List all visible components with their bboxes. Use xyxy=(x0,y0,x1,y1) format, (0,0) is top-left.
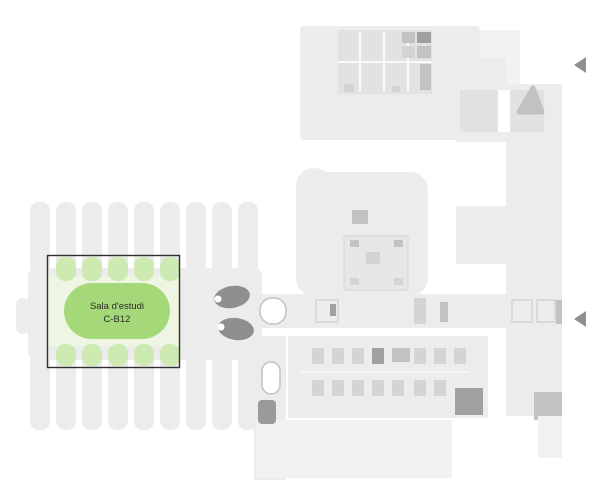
dark-service-box xyxy=(258,400,276,424)
reading-room-block xyxy=(254,336,488,480)
selection-box xyxy=(46,254,181,369)
room-label-name: Sala d'estudi xyxy=(90,301,144,312)
stairwell-shape xyxy=(516,85,545,115)
elevator-capsule xyxy=(261,361,281,395)
desk-rows xyxy=(300,348,470,396)
entrance-arrow-middle-icon xyxy=(574,311,586,327)
study-room-highlight[interactable]: Sala d'estudi C-B12 xyxy=(48,257,180,366)
room-label-code: C-B12 xyxy=(104,314,131,325)
central-block xyxy=(296,168,428,296)
stair-blobs xyxy=(214,285,287,341)
service-block xyxy=(455,388,483,415)
stack-fingers-bottom xyxy=(30,352,258,430)
entrance-arrow-top-icon xyxy=(574,57,586,73)
north-wing xyxy=(300,26,520,140)
